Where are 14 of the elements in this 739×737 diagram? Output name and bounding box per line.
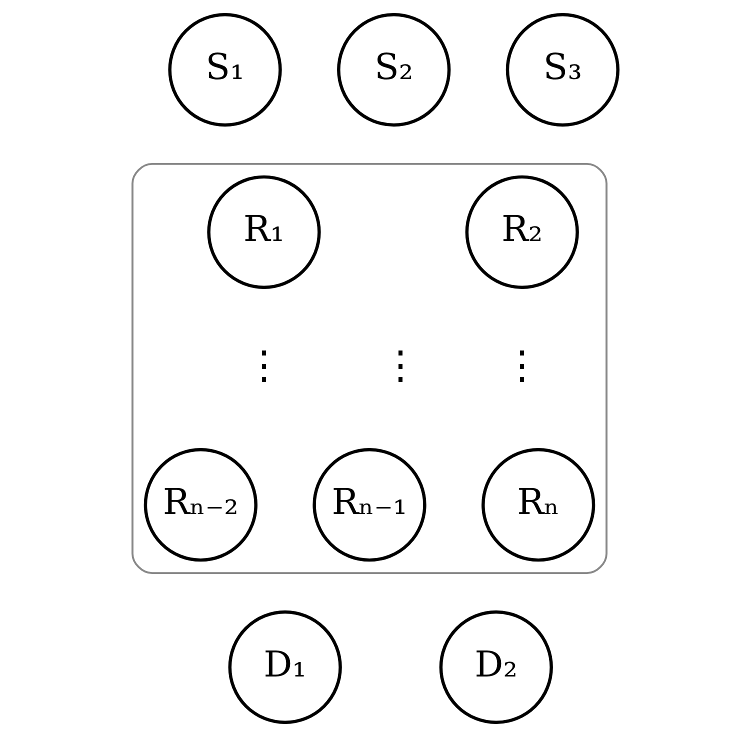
node-circle: S₃ [506, 12, 620, 127]
node-circle: S₂ [337, 12, 451, 127]
label: ⋮ [380, 344, 420, 389]
node-circle: R₁ [207, 175, 321, 289]
node-circle: Rₙ [482, 448, 596, 562]
label: ⋮ [244, 344, 284, 389]
node-circle: R₂ [465, 175, 579, 289]
label: ⋮ [502, 344, 542, 389]
node-circle: Rₙ₋₂ [144, 448, 258, 562]
node-circle: Rₙ₋₁ [312, 448, 426, 562]
cluster [132, 162, 608, 574]
node-circle: D₁ [228, 610, 342, 724]
node-circle: S₁ [168, 12, 282, 127]
node-circle: D₂ [439, 610, 553, 724]
